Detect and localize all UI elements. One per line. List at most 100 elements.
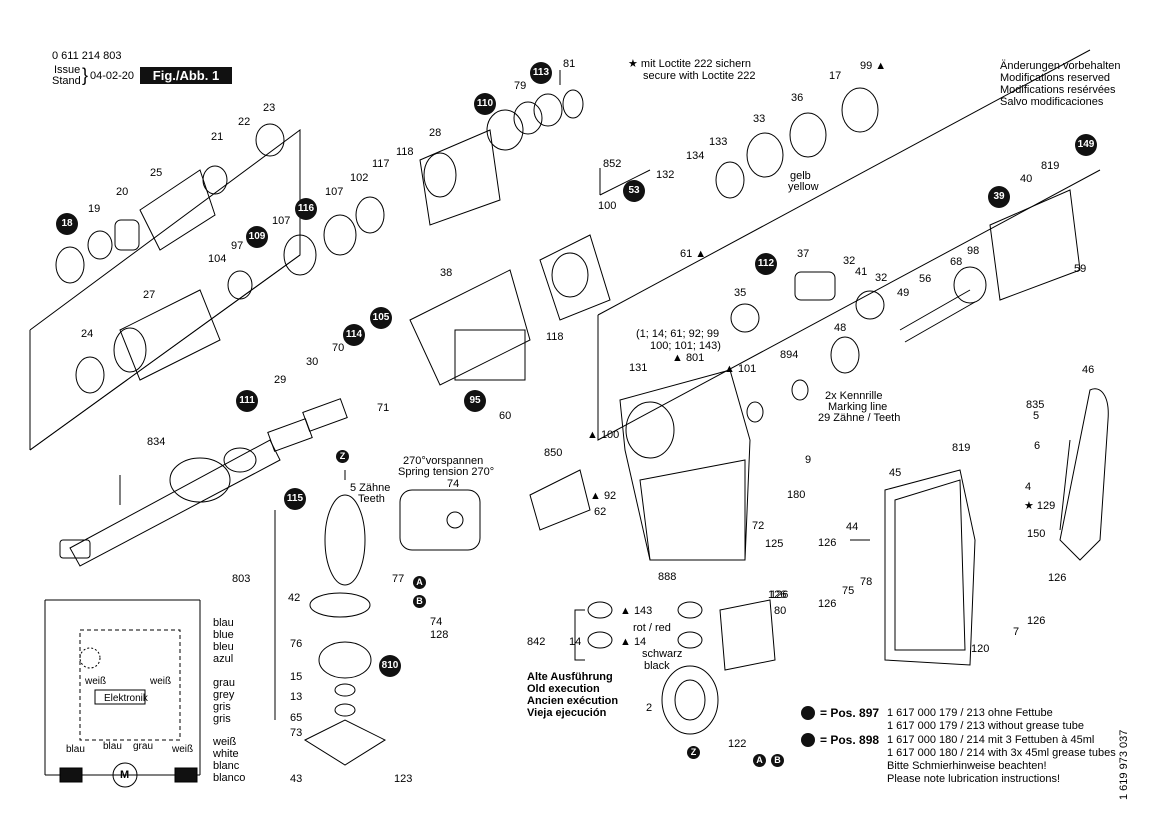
armature — [303, 470, 387, 766]
grau-3: gris — [213, 701, 231, 713]
marking-note-1: 2x Kennrille — [825, 390, 883, 402]
part-label: 126 — [768, 589, 787, 601]
loctite-note-2: secure with Loctite 222 — [643, 70, 756, 82]
bubble-116: 116 — [295, 198, 317, 220]
side-handle — [1059, 388, 1109, 561]
part-label: 132 — [656, 169, 675, 181]
kit-note-2: 100; 101; 143) — [650, 340, 721, 352]
loctite-note-1: ★ mit Loctite 222 sichern — [628, 58, 751, 70]
guide-tube — [419, 129, 501, 226]
part-label: 74 — [447, 478, 460, 490]
part-label: 60 — [499, 410, 512, 422]
weiss-3: blanc — [213, 760, 240, 772]
part-label: 9 — [805, 454, 812, 466]
part-label: 46 — [1082, 364, 1095, 376]
part-label: 123 — [394, 773, 413, 785]
letter-b-left: B — [413, 595, 426, 608]
center-frame — [597, 169, 1101, 441]
part-label: 73 — [290, 727, 303, 739]
part-label: 120 — [971, 643, 990, 655]
kit-note-1: (1; 14; 61; 92; 99 — [636, 328, 720, 340]
diagram-grau: grau — [133, 741, 154, 752]
bubble-113: 113 — [530, 62, 552, 84]
spring-note-2: Spring tension 270° — [398, 466, 495, 478]
piston — [267, 398, 348, 452]
intermediate-flange — [539, 234, 611, 321]
part-label: 7 — [1013, 626, 1020, 638]
part-label: 33 — [753, 113, 766, 125]
part-label: 56 — [919, 273, 932, 285]
part-label: 118 — [396, 146, 414, 158]
part-label: 42 — [288, 592, 301, 604]
part-label: 70 — [332, 342, 345, 354]
bubble-114: 114 — [343, 324, 365, 346]
part-label: 23 — [263, 102, 276, 114]
weiss-1: weiß — [213, 736, 237, 748]
part-label: ▲ 92 — [590, 490, 617, 502]
part-label: 180 — [787, 489, 806, 501]
letter-z-bottom: Z — [687, 746, 700, 759]
diagram-weiss-3: weiß — [172, 744, 194, 755]
part-label: 150 — [1027, 528, 1046, 540]
part-label: 128 — [430, 629, 449, 641]
bubble-110: 110 — [474, 93, 496, 115]
part-label: ▲ 100 — [587, 429, 620, 441]
grau-1: grau — [213, 677, 236, 689]
part-label: ★ 129 — [1024, 500, 1056, 512]
part-label: 126 — [1027, 615, 1046, 627]
pos-897-line-1: 1 617 000 179 / 213 ohne Fettube — [887, 707, 1053, 719]
part-label: 126 — [818, 598, 837, 610]
bubble-18: 18 — [56, 213, 78, 235]
part-label: 71 — [377, 402, 390, 414]
part-label: 803 — [232, 573, 251, 585]
part-label: 43 — [290, 773, 303, 785]
wiring-diagram — [44, 599, 201, 788]
part-label: 37 — [797, 248, 810, 260]
grau-2: grey — [213, 689, 235, 701]
part-label: 48 — [834, 322, 847, 334]
old-exec-2: Old execution — [527, 683, 600, 695]
part-label: 75 — [842, 585, 855, 597]
diagram-weiss-2: weiß — [150, 676, 172, 687]
part-label: 44 — [846, 521, 859, 533]
blau-2: blue — [213, 629, 234, 641]
part-label: 107 — [325, 186, 344, 198]
old-exec-3: Ancien exécution — [527, 695, 619, 707]
bubble-115: 115 — [284, 488, 306, 510]
part-label: 122 — [728, 738, 747, 750]
issue-brace: } — [82, 65, 89, 85]
grau-4: gris — [213, 713, 231, 725]
marking-note-3: 29 Zähne / Teeth — [818, 412, 901, 424]
shaft-assembly — [59, 439, 281, 567]
blau-3: bleu — [213, 641, 234, 653]
diagram-weiss-1: weiß — [85, 676, 107, 687]
issue-label: Issue — [54, 64, 81, 76]
changes-note-2: Modifications reserved — [1000, 72, 1111, 84]
old-exec-1: Alte Ausführung — [527, 671, 613, 683]
teeth-note-2: Teeth — [358, 493, 385, 505]
part-label: 21 — [211, 131, 224, 143]
rot-red-label: rot / red — [633, 622, 671, 634]
part-label: 100 — [598, 200, 617, 212]
pos-898-line-1: 1 617 000 180 / 214 mit 3 Fettuben à 45m… — [887, 734, 1095, 746]
part-label: 15 — [290, 671, 303, 683]
gelb-note-1: gelb — [790, 170, 811, 182]
tool-holder-lower — [75, 196, 385, 394]
part-label: 19 — [88, 203, 101, 215]
bubble-105: 105 — [370, 307, 392, 329]
blau-4: azul — [213, 653, 234, 665]
motor-symbol: M — [120, 769, 130, 781]
gelb-note-2: yellow — [788, 181, 819, 193]
part-label: 41 — [855, 266, 868, 278]
part-label: 17 — [829, 70, 842, 82]
pos-897-line-2: 1 617 000 179 / 213 without grease tube — [887, 720, 1084, 732]
part-label: 134 — [686, 150, 705, 162]
part-label: 68 — [950, 256, 963, 268]
part-label: 72 — [752, 520, 765, 532]
letter-a-left: A — [413, 576, 426, 589]
bubble-111: 111 — [236, 390, 258, 412]
part-label: 819 — [952, 442, 971, 454]
part-label: 22 — [238, 116, 251, 128]
part-label: 36 — [791, 92, 804, 104]
letter-z-top: Z — [336, 450, 349, 463]
